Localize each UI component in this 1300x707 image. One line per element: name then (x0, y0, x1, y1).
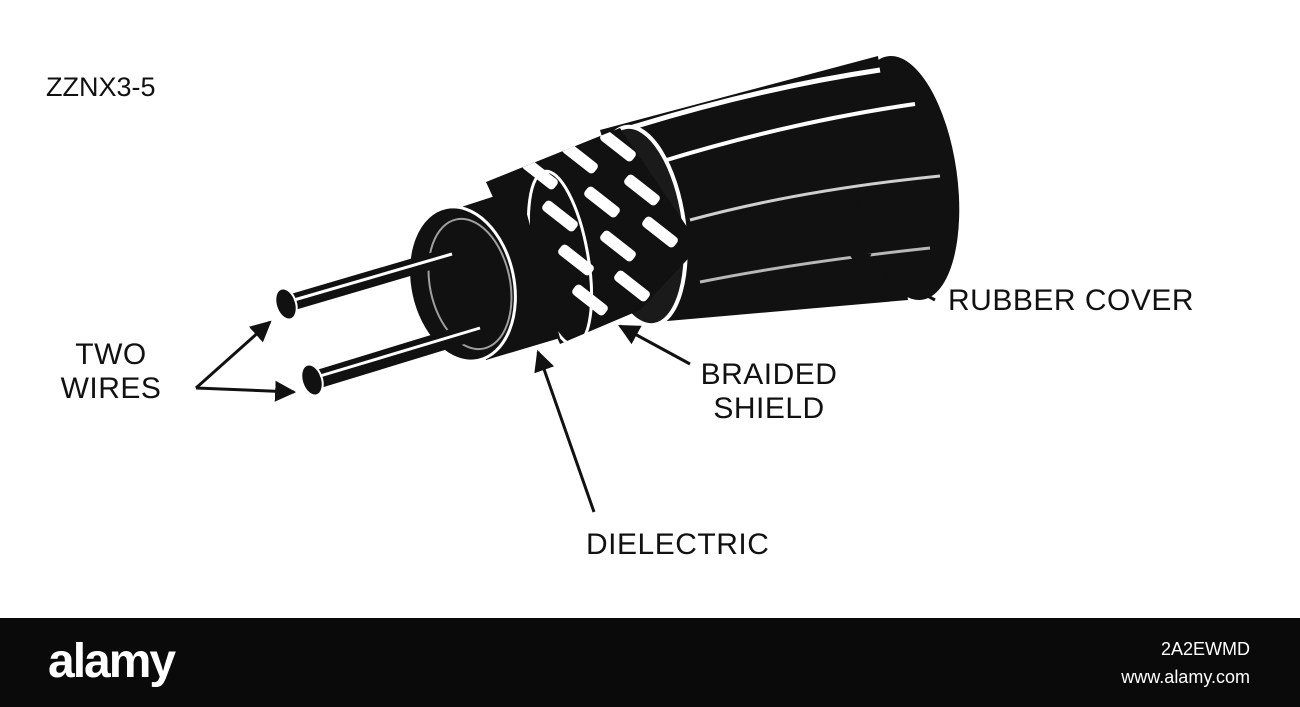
label-rubber-cover: RUBBER COVER (948, 284, 1195, 317)
image-id: 2A2EWMD (1160, 639, 1250, 659)
dielectric (407, 188, 560, 363)
watermark-footer: alamy 2A2EWMD www.alamy.com (0, 618, 1300, 707)
arrow-dielectric (534, 350, 596, 513)
arrow-two-wires-lower (195, 380, 297, 402)
arrow-rubber-cover (848, 252, 936, 302)
arrow-braided-shield (618, 324, 691, 366)
coax-cable-illustration (195, 55, 960, 513)
label-two-wires-line-2: WIRES (60, 372, 162, 405)
figure-code: ZZNX3-5 (46, 72, 156, 102)
wire-lower (300, 320, 484, 397)
arrow-two-wires-upper (195, 320, 272, 390)
figure-canvas: ZZNX3-5 RUBBER COVER TWO WIRES BRAIDED S… (40, 55, 1195, 561)
label-two-wires-line-1: TWO (75, 338, 147, 371)
label-braided-shield-line-2: SHIELD (713, 392, 825, 425)
label-braided-shield: BRAIDED SHIELD (680, 358, 858, 426)
label-two-wires: TWO WIRES (40, 338, 182, 406)
brand-logo: alamy (48, 635, 176, 688)
site-url: www.alamy.com (1121, 667, 1250, 687)
label-dielectric: DIELECTRIC (586, 528, 770, 561)
label-braided-shield-line-1: BRAIDED (700, 358, 838, 391)
wire-upper (274, 246, 458, 321)
